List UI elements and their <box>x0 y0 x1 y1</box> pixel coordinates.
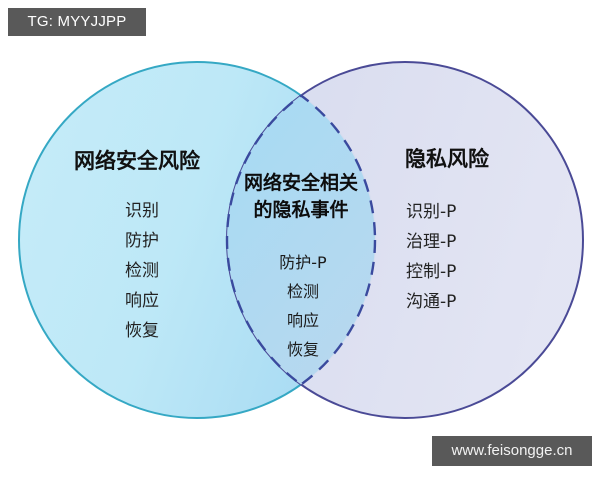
tg-badge: TG: MYYJJPP <box>8 8 146 36</box>
intersection-item-list: 防护-P 检测 响应 恢复 <box>258 248 348 364</box>
list-item: 响应 <box>125 291 159 311</box>
list-item: 治理-P <box>406 232 457 252</box>
list-item: 检测 <box>286 282 319 301</box>
list-item: 响应 <box>286 311 319 330</box>
list-item: 控制-P <box>406 262 457 282</box>
right-set-title: 隐私风险 <box>405 147 489 171</box>
intersection-title-line2: 的隐私事件 <box>253 199 349 221</box>
right-set-title-block: 隐私风险 <box>405 146 555 172</box>
list-item: 沟通-P <box>406 292 457 312</box>
list-item: 恢复 <box>125 321 159 341</box>
list-item: 防护-P <box>279 253 327 272</box>
intersection-title-line1: 网络安全相关 <box>243 172 358 194</box>
list-item: 检测 <box>125 261 159 281</box>
intersection-lens <box>227 62 377 418</box>
site-watermark: www.feisongge.cn <box>432 436 592 466</box>
list-item: 识别 <box>125 201 159 221</box>
right-set-item-list: 识别-P 治理-P 控制-P 沟通-P <box>406 197 536 317</box>
left-set-title: 网络安全风险 <box>74 149 200 173</box>
list-item: 恢复 <box>286 340 319 359</box>
intersection-title-block: 网络安全相关 的隐私事件 <box>228 170 374 224</box>
list-item: 防护 <box>125 231 159 251</box>
left-set-title-block: 网络安全风险 <box>42 148 232 174</box>
left-set-item-list: 识别 防护 检测 响应 恢复 <box>92 196 192 346</box>
list-item: 识别-P <box>406 202 457 222</box>
